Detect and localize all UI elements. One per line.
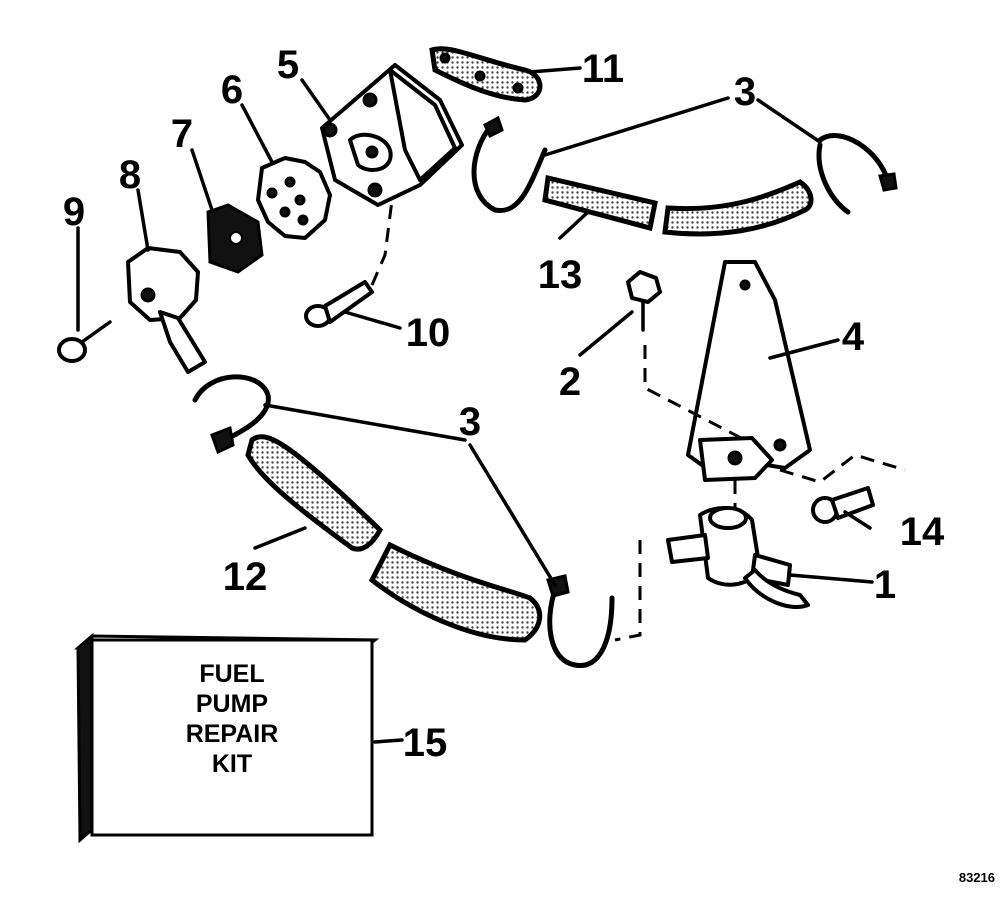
leader-lines (76, 66, 874, 744)
part-13-upper-filter (542, 174, 814, 237)
kit-label-line-2: PUMP (196, 690, 268, 718)
callout-14: 14 (900, 510, 945, 554)
callout-1: 1 (874, 563, 896, 607)
part-2-bolt (626, 270, 746, 442)
part-4-bracket (686, 260, 812, 482)
callout-6: 6 (221, 68, 243, 112)
callout-10: 10 (406, 311, 451, 355)
part-3-lower-clamp (192, 374, 615, 668)
part-10-screw (304, 199, 394, 328)
part-8-cover (126, 246, 207, 374)
kit-label-line-1: FUEL (199, 660, 264, 688)
part-14-screw (779, 453, 906, 524)
callout-15: 15 (403, 721, 448, 765)
callout-8: 8 (119, 153, 141, 197)
callout-5: 5 (277, 43, 299, 87)
callout-numbers: 5 6 7 8 9 10 11 3 13 2 4 3 14 1 12 15 (63, 43, 945, 765)
part-5-pump-body (320, 63, 464, 207)
part-12-lower-filter (245, 434, 542, 643)
part-11-plate (429, 46, 543, 103)
callout-12: 12 (223, 555, 268, 599)
part-6-diaphragm (256, 156, 332, 240)
callout-3-upper: 3 (734, 70, 756, 114)
callout-11: 11 (582, 47, 624, 91)
callout-4: 4 (842, 315, 865, 359)
part-9-screw (57, 320, 112, 363)
callout-3-lower: 3 (459, 400, 481, 444)
callout-7: 7 (171, 112, 193, 156)
part-7-gasket (206, 203, 264, 274)
kit-label-line-4: KIT (212, 750, 252, 778)
callout-13: 13 (538, 253, 583, 297)
figure-id: 83216 (959, 870, 995, 885)
callout-2: 2 (559, 360, 581, 404)
part-3-upper-hose-clamps (471, 115, 898, 215)
part-15-repair-kit: FUEL PUMP REPAIR KIT (73, 632, 380, 844)
part-1-valve (614, 480, 810, 642)
callout-9: 9 (63, 190, 85, 234)
kit-label-line-3: REPAIR (186, 720, 279, 748)
